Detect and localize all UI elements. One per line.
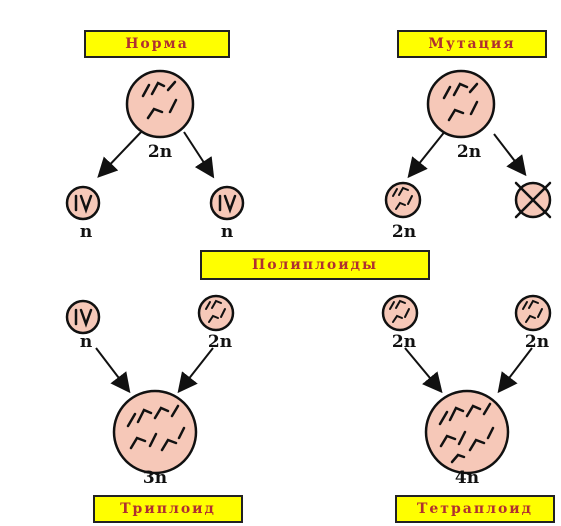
ploidy-tetraploid-right: 2n (524, 332, 550, 352)
arrow-tetraploid-left (404, 347, 443, 394)
arrow-normal-right (183, 131, 215, 179)
label-polyploids: Полиплоиды (200, 250, 430, 280)
cell-normal-gamete-right (209, 185, 245, 221)
label-triploid: Триплоид (93, 495, 243, 523)
arrow-tetraploid-right (497, 347, 533, 394)
ploidy-tetraploid-left: 2n (391, 332, 417, 352)
ploidy-tetraploid-result: 4n (454, 468, 480, 488)
label-mutation: Мутация (397, 30, 547, 58)
ploidy-normal-right-gamete: n (220, 222, 234, 242)
ploidy-normal-parent: 2n (147, 142, 173, 162)
label-normal: Норма (84, 30, 230, 58)
cell-triploid-result (112, 389, 198, 475)
cell-triploid-input-left (65, 299, 101, 335)
ploidy-mutation-parent: 2n (456, 142, 482, 162)
arrow-mutation-right (493, 133, 527, 177)
arrow-normal-left (97, 129, 144, 178)
label-tetraploid: Тетраплоид (395, 495, 555, 523)
arrow-triploid-left (95, 347, 131, 394)
cell-mutation-crossed (514, 181, 552, 219)
cell-tetraploid-input-right (514, 294, 552, 332)
ploidy-triploid-left: n (79, 332, 93, 352)
cell-mutation-gamete (384, 181, 422, 219)
cell-mutation-parent (426, 69, 496, 139)
ploidy-triploid-right: 2n (207, 332, 233, 352)
cell-triploid-input-right (197, 294, 235, 332)
ploidy-normal-left-gamete: n (79, 222, 93, 242)
cell-tetraploid-result (424, 389, 510, 475)
cell-normal-gamete-left (65, 185, 101, 221)
ploidy-mutation-gamete: 2n (391, 222, 417, 242)
ploidy-triploid-result: 3n (142, 468, 168, 488)
cell-normal-parent (125, 69, 195, 139)
arrow-triploid-right (177, 347, 214, 394)
cell-tetraploid-input-left (381, 294, 419, 332)
arrow-mutation-left (407, 129, 447, 179)
